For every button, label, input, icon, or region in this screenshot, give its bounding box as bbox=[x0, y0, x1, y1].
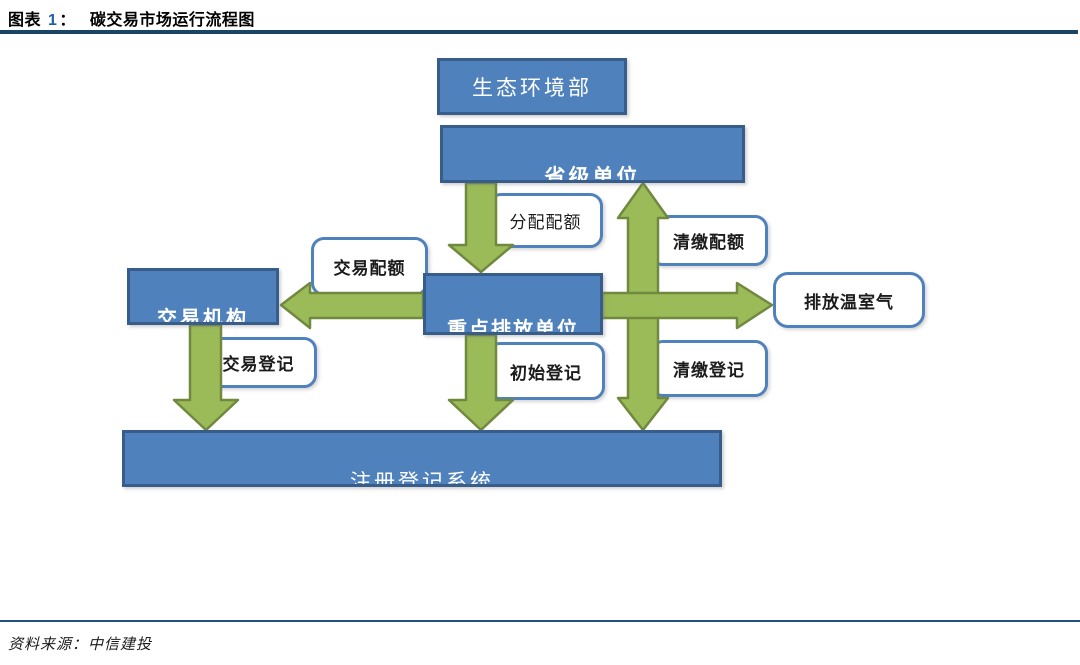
node-key-emitter: 重点排放单位 bbox=[423, 273, 603, 335]
label-allocate-quota: 分配配额 bbox=[488, 193, 603, 248]
initial-register-down-arrow bbox=[447, 333, 515, 432]
figure-title: 图表 1： 碳交易市场运行流程图 bbox=[8, 6, 255, 30]
node-trading-org: 交易机构 bbox=[127, 268, 279, 325]
footer-rule bbox=[0, 620, 1080, 622]
label-surrender-quota-text: 清缴配额 bbox=[673, 233, 745, 252]
node-ministry: 生态环境部 bbox=[437, 58, 627, 115]
emit-right-arrow bbox=[600, 281, 774, 330]
node-emit-ghg: 排放温室气 bbox=[773, 272, 925, 328]
allocate-down-arrow bbox=[447, 181, 515, 274]
node-key-emitter-label: 重点排放单位 bbox=[447, 319, 579, 335]
node-registry-label: 注册登记系统 bbox=[350, 471, 494, 487]
node-emit-ghg-label: 排放温室气 bbox=[804, 292, 894, 312]
node-registry: 注册登记系统 bbox=[122, 430, 722, 487]
node-provincial: 省级单位 bbox=[440, 125, 745, 183]
label-trade-quota: 交易配额 bbox=[311, 237, 428, 296]
node-ministry-label: 生态环境部 bbox=[472, 76, 592, 100]
node-trading-org-label: 交易机构 bbox=[157, 308, 249, 325]
label-trade-quota-text: 交易配额 bbox=[333, 259, 406, 278]
source-note: 资料来源：中信建投 bbox=[8, 637, 153, 653]
figure-colon: ： bbox=[59, 12, 76, 29]
figure-label: 图表 bbox=[8, 12, 42, 29]
label-allocate-quota-text: 分配配额 bbox=[509, 213, 582, 232]
label-initial-register: 初始登记 bbox=[487, 342, 605, 400]
label-initial-register-text: 初始登记 bbox=[510, 363, 582, 383]
label-surrender-register-text: 清缴登记 bbox=[673, 361, 745, 380]
figure-title-text: 碳交易市场运行流程图 bbox=[89, 12, 255, 29]
title-rule bbox=[0, 30, 1078, 34]
trade-register-down-arrow bbox=[172, 323, 240, 432]
label-trade-register-text: 交易登记 bbox=[222, 355, 295, 374]
figure-number: 1 bbox=[47, 12, 58, 29]
trade-left-arrow bbox=[279, 281, 425, 330]
node-provincial-label: 省级单位 bbox=[544, 166, 641, 183]
